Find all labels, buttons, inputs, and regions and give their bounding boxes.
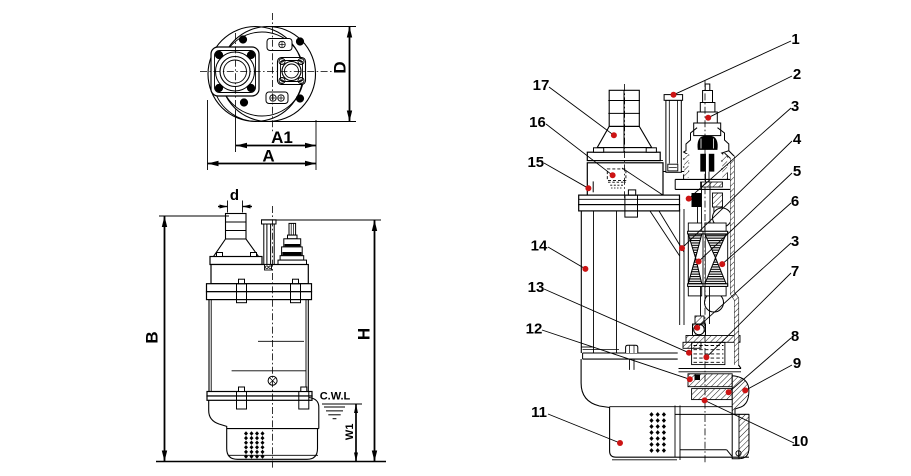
svg-text:d: d: [230, 187, 239, 204]
svg-text:H: H: [355, 328, 374, 340]
svg-text:16: 16: [529, 114, 546, 131]
svg-text:B: B: [143, 331, 162, 343]
svg-text:13: 13: [528, 279, 545, 296]
svg-text:7: 7: [791, 263, 799, 280]
svg-text:C.W.L: C.W.L: [320, 391, 351, 403]
svg-text:4: 4: [793, 131, 802, 148]
svg-text:3: 3: [791, 98, 799, 115]
svg-text:9: 9: [793, 355, 801, 372]
svg-text:17: 17: [533, 77, 550, 94]
svg-text:D: D: [331, 61, 350, 73]
svg-text:W1: W1: [344, 424, 356, 441]
svg-text:1: 1: [791, 31, 799, 48]
svg-text:8: 8: [791, 328, 799, 345]
svg-text:14: 14: [531, 238, 548, 255]
svg-text:A: A: [262, 147, 274, 166]
svg-text:5: 5: [793, 163, 801, 180]
svg-text:12: 12: [526, 321, 543, 338]
svg-text:15: 15: [527, 154, 544, 171]
svg-text:2: 2: [793, 66, 801, 83]
svg-text:A1: A1: [271, 128, 293, 147]
svg-text:3: 3: [791, 233, 799, 250]
svg-text:6: 6: [791, 193, 799, 210]
svg-text:10: 10: [792, 433, 809, 450]
svg-text:11: 11: [531, 404, 547, 421]
